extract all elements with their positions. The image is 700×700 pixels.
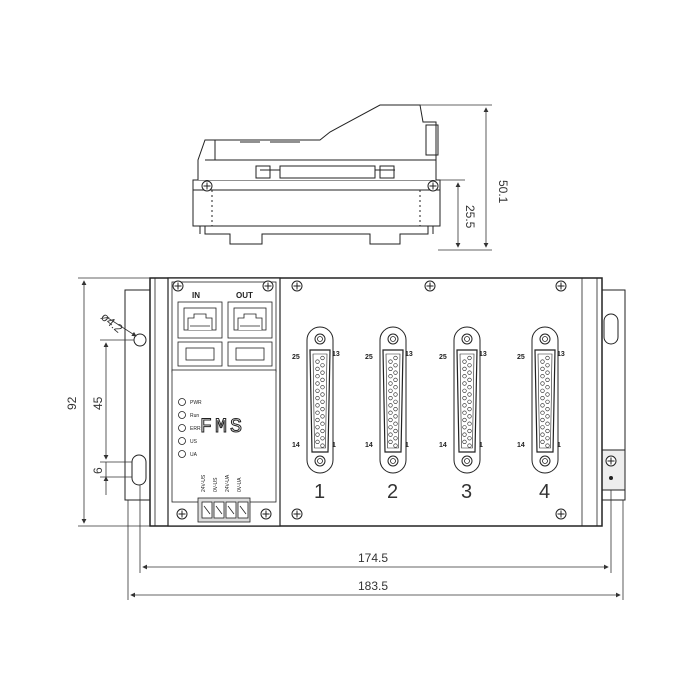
- power-terminal-label: 24V-UA: [225, 474, 231, 492]
- side-view-connector-body: [279, 165, 376, 179]
- dim-front: [78, 277, 624, 600]
- dim-side-height-value: 50.1: [496, 180, 510, 204]
- dim-inner-width-value: 174.5: [358, 551, 388, 565]
- led-label: PWR: [190, 400, 202, 406]
- label-out: OUT: [236, 291, 253, 300]
- pin-label: 13: [479, 351, 487, 358]
- power-terminal-labels: 24V-US 0V-US 24V-UA 0V-UA: [201, 474, 243, 492]
- pin-label: 13: [405, 351, 413, 358]
- side-screw-right: [427, 180, 439, 192]
- side-screw-left: [201, 180, 213, 192]
- side-view-base: [192, 179, 441, 227]
- body-screw: [291, 280, 303, 292]
- led-us-icon: [178, 437, 186, 445]
- power-terminal-label: 0V-UA: [237, 477, 243, 492]
- led-label: Run: [190, 413, 199, 419]
- side-view: [192, 104, 441, 245]
- led-ua-icon: [178, 450, 186, 458]
- dim-side-lower-value: 25.5: [463, 205, 477, 229]
- dim-hole-diameter-value: ø4.2: [98, 310, 126, 336]
- body-screw: [555, 280, 567, 292]
- led-label: US: [190, 439, 198, 445]
- dim-total-width-value: 183.5: [358, 579, 388, 593]
- led-run-icon: [178, 411, 186, 419]
- led-pwr-icon: [178, 398, 186, 406]
- port-number: 2: [387, 481, 398, 503]
- body-screw: [291, 508, 303, 520]
- port-number: 4: [539, 481, 550, 503]
- ear-screw: [605, 455, 617, 467]
- port-number: 1: [314, 481, 325, 503]
- side-view-latch: [425, 124, 439, 156]
- pin-label: 1: [479, 442, 483, 449]
- rj45-out-port[interactable]: [227, 301, 273, 339]
- power-terminal-block[interactable]: [197, 497, 251, 523]
- side-view-housing: [197, 104, 437, 180]
- pin-label: 25: [292, 354, 300, 361]
- pin-label: 1: [405, 442, 409, 449]
- pin-label: 25: [439, 354, 447, 361]
- dsub-connector-1[interactable]: 25 13 14 1 1: [292, 326, 340, 503]
- pin-label: 25: [365, 354, 373, 361]
- led-label: ERR: [190, 426, 201, 432]
- dim-total-height-value: 92: [65, 396, 79, 410]
- dim-hole-spacing-value: 45: [91, 396, 105, 410]
- led-label: UA: [190, 452, 198, 458]
- label-in: IN: [192, 291, 200, 300]
- pin-label: 25: [517, 354, 525, 361]
- dim-slot-value: 6: [91, 467, 105, 474]
- pin-label: 1: [557, 442, 561, 449]
- ear-rivet: [609, 476, 613, 480]
- power-terminal-label: 0V-US: [213, 477, 219, 492]
- dsub-connector-2[interactable]: 25 13 14 1 2: [365, 326, 413, 503]
- dim-side-height: [420, 104, 492, 251]
- body-screw: [424, 280, 436, 292]
- pin-label: 13: [332, 351, 340, 358]
- body-screw: [555, 508, 567, 520]
- pin-label: 14: [517, 442, 525, 449]
- led-err-icon: [178, 424, 186, 432]
- logo-fms: FMS: [200, 416, 245, 439]
- pin-label: 14: [439, 442, 447, 449]
- port-number: 3: [461, 481, 472, 503]
- pin-label: 14: [365, 442, 373, 449]
- pin-label: 1: [332, 442, 336, 449]
- pin-label: 13: [557, 351, 565, 358]
- rj45-in-port[interactable]: [177, 301, 223, 339]
- power-terminal-label: 24V-US: [201, 474, 207, 492]
- pin-label: 14: [292, 442, 300, 449]
- mount-ear-left: [124, 289, 154, 501]
